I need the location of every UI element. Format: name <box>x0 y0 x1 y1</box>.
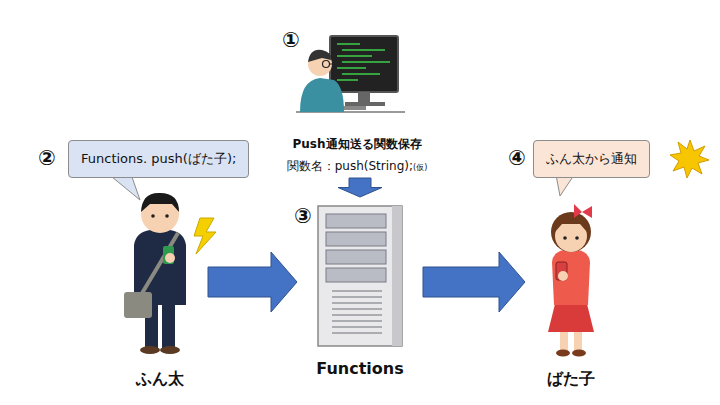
bubble-text: Functions. push(ばた子); <box>81 150 236 168</box>
boy-figure <box>124 193 216 354</box>
callout-number: ① <box>282 30 300 51</box>
person-figure-box: ふん太 <box>115 195 205 390</box>
tentative-note: (仮) <box>413 162 427 173</box>
callout-number: ② <box>38 148 56 169</box>
person-figure-box: ばた子 <box>528 198 614 390</box>
notify-star <box>670 140 709 178</box>
girl-figure <box>548 204 594 357</box>
speech-bubble: ふん太から通知 <box>533 140 650 178</box>
figure-label: ばた子 <box>547 369 595 390</box>
caption-row: 関数名：push(String);(仮) <box>287 158 428 175</box>
block-arrow <box>208 252 297 312</box>
figure-label: ふん太 <box>136 369 184 390</box>
function-name: 関数名：push(String); <box>287 158 413 175</box>
block-arrow <box>423 252 525 312</box>
server-figure <box>318 206 402 346</box>
developer-figure <box>296 36 405 112</box>
figure-label: Functions <box>316 359 403 378</box>
server-box: Functions <box>300 200 420 378</box>
bubble-text: ふん太から通知 <box>546 150 637 168</box>
block-arrow <box>338 178 382 197</box>
callout-number: ③ <box>294 206 312 227</box>
speech-bubble: Functions. push(ばた子); <box>68 140 249 178</box>
callout-number: ④ <box>508 148 526 169</box>
caption-heading: Push通知送る関数保存 <box>292 136 421 153</box>
